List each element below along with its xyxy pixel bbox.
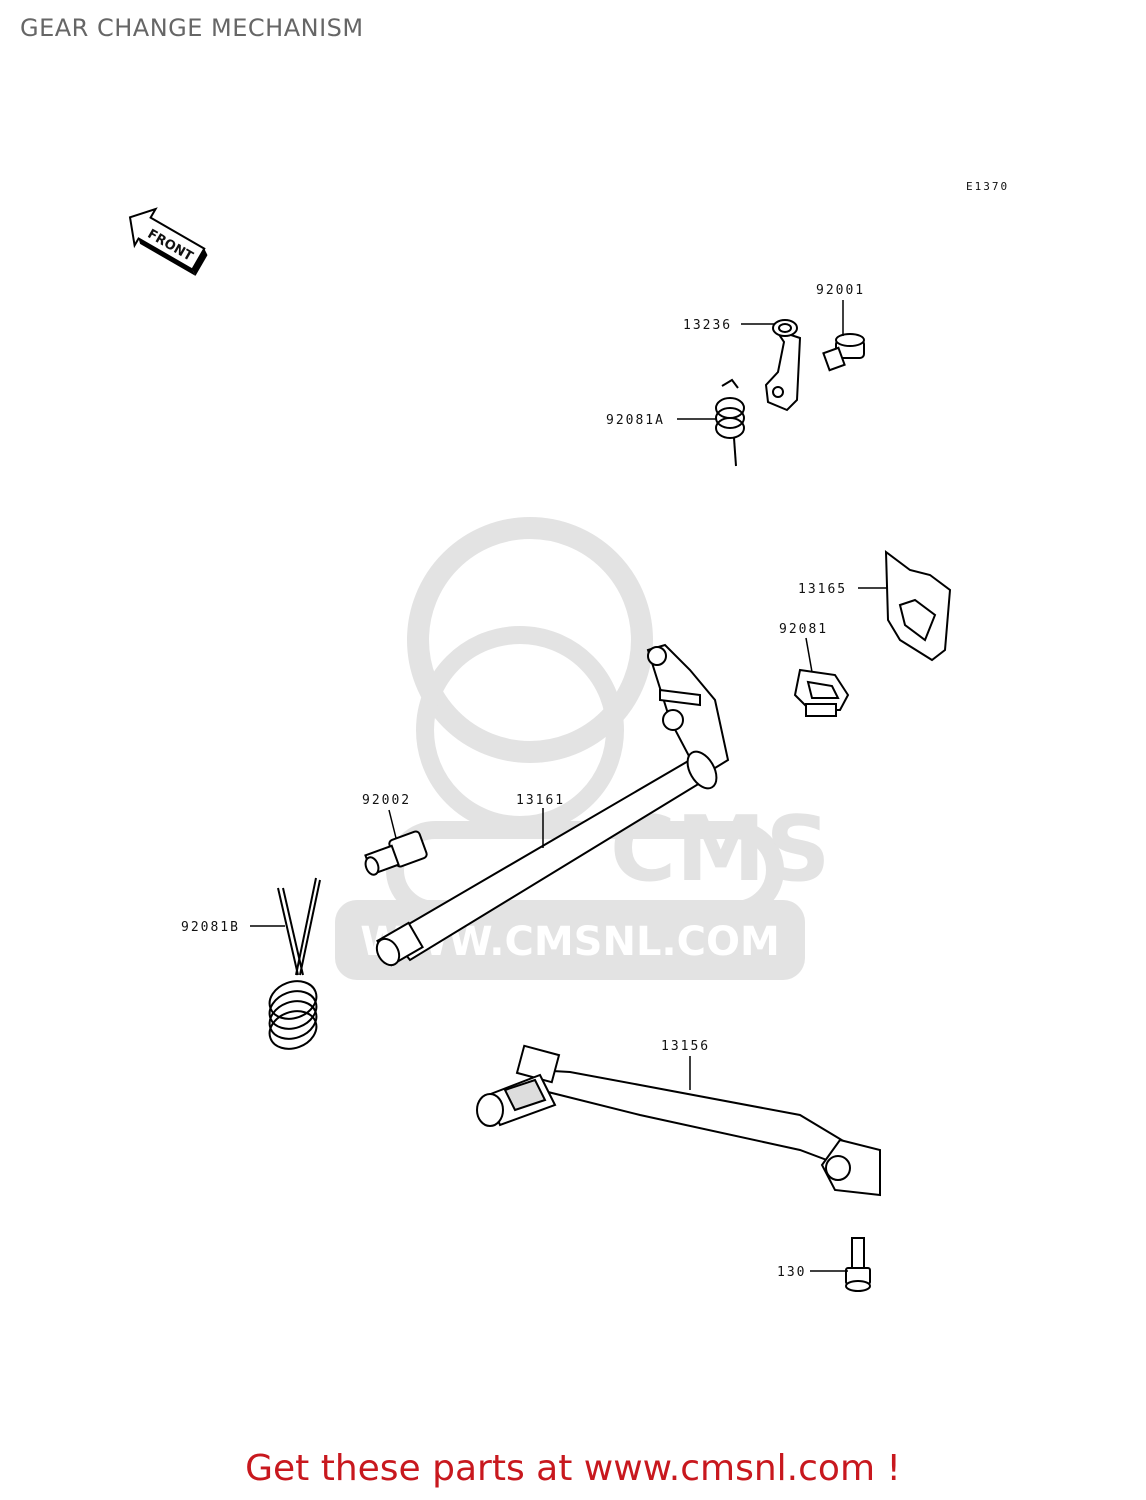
part-92001-drawing <box>822 333 865 372</box>
part-label-130[interactable]: 130 <box>777 1265 806 1280</box>
front-arrow-icon: FRONT <box>128 207 208 276</box>
page-title: GEAR CHANGE MECHANISM <box>20 14 364 42</box>
part-92081A-drawing <box>715 378 745 467</box>
part-92081-drawing <box>793 668 850 717</box>
watermark: CMS WWW.CMSNL.COM <box>335 517 830 980</box>
part-13165-drawing <box>884 549 952 662</box>
part-130-drawing <box>845 1237 871 1292</box>
part-label-92081B[interactable]: 92081B <box>181 920 240 935</box>
part-92002-drawing <box>364 830 428 876</box>
diagram-code: E1370 <box>966 180 1009 193</box>
part-label-92002[interactable]: 92002 <box>362 793 411 808</box>
leader-lines <box>250 300 888 1272</box>
part-13236-drawing <box>764 319 802 412</box>
part-label-13156[interactable]: 13156 <box>661 1039 710 1054</box>
part-label-13161[interactable]: 13161 <box>516 793 565 808</box>
part-label-92081A[interactable]: 92081A <box>606 413 665 428</box>
cta-link[interactable]: Get these parts at www.cmsnl.com ! <box>245 1448 901 1489</box>
part-label-92001[interactable]: 92001 <box>816 283 865 298</box>
part-label-13236[interactable]: 13236 <box>683 318 732 333</box>
part-92081B-drawing <box>268 877 321 1050</box>
cta-banner: Get these parts at www.cmsnl.com ! <box>0 1448 1146 1489</box>
part-label-92081[interactable]: 92081 <box>779 622 828 637</box>
part-13161-drawing <box>375 643 730 967</box>
part-label-13165[interactable]: 13165 <box>798 582 847 597</box>
part-13156-drawing <box>476 1044 881 1197</box>
